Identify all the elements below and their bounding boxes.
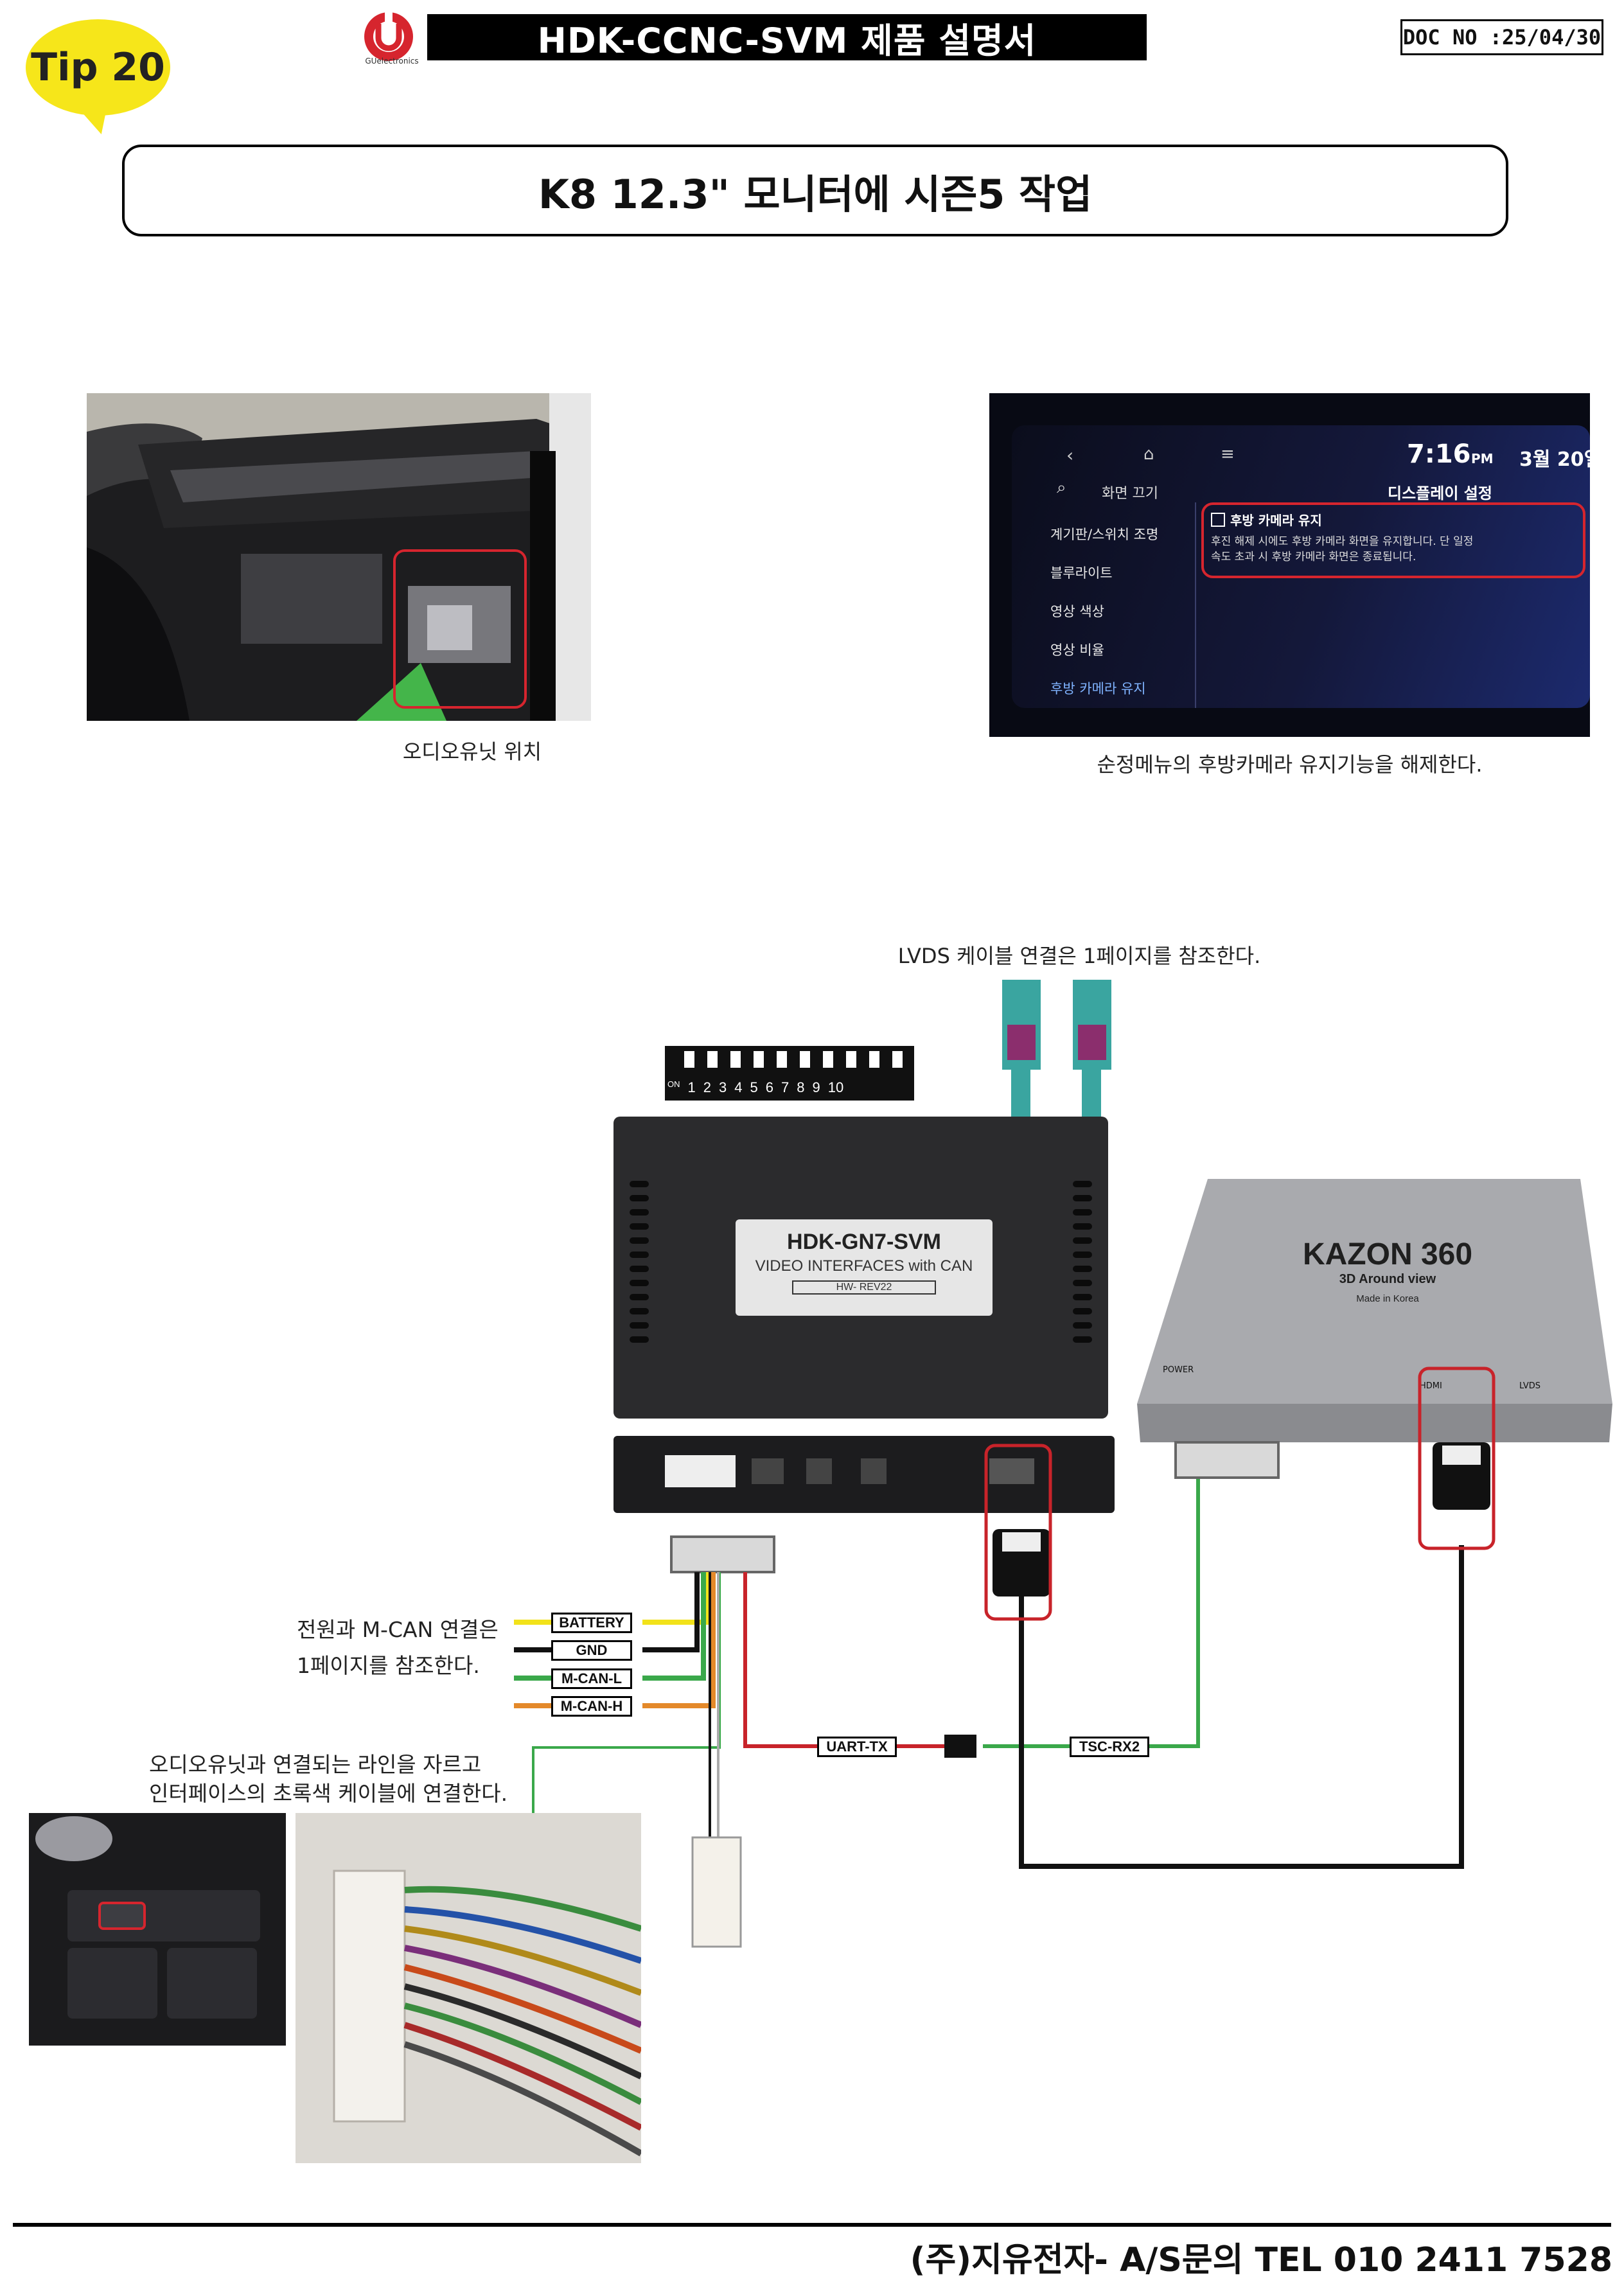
dip-label: 2 — [703, 1079, 711, 1095]
menu-item: 영상 색상 — [1050, 604, 1104, 619]
kazon-subtitle: 3D Around view — [1339, 1272, 1436, 1286]
dip-switch: ON 1 2 3 4 5 6 7 8 9 10 — [665, 1046, 914, 1101]
option-checkbox — [1211, 513, 1225, 527]
display-settings-photo: ‹ ⌂ ≡ 7:16 PM 3월 20일 ⌕ 화면 끄기 디스플레이 설정 계기… — [989, 393, 1590, 737]
logo-text: GUelectronics — [365, 57, 419, 66]
port — [752, 1458, 784, 1484]
wire-tag-battery: BATTERY — [551, 1613, 632, 1633]
kazon-lvds-label: LVDS — [1519, 1381, 1540, 1391]
interface-label: HDK-GN7-SVM VIDEO INTERFACES with CAN HW… — [736, 1219, 993, 1316]
kazon-power-label: POWER — [1163, 1365, 1194, 1375]
option-desc-2: 속도 초과 시 후방 카메라 화면은 종료됩니다. — [1211, 551, 1417, 563]
screen — [1012, 425, 1590, 708]
dip-labels: ON 1 2 3 4 5 6 7 8 9 10 — [667, 1079, 914, 1096]
wire-tag-mcan-h: M-CAN-H — [551, 1696, 632, 1717]
dip-label: 10 — [827, 1079, 844, 1095]
audio-note-line1: 오디오유닛과 연결되는 라인을 자르고 — [149, 1752, 482, 1777]
wire-tag-gnd: GND — [551, 1640, 632, 1661]
clock-time: 7:16 — [1407, 439, 1471, 469]
back-icon: ‹ — [1066, 445, 1074, 466]
audio-unit-caption: 오디오유닛 위치 — [402, 739, 542, 764]
dip-label: 8 — [797, 1079, 805, 1095]
footer-divider — [13, 2223, 1611, 2227]
menu-item: 블루라이트 — [1050, 565, 1113, 581]
section-title: K8 12.3" 모니터에 시즌5 작업 — [122, 145, 1508, 236]
dip-label: 7 — [781, 1079, 790, 1095]
audio-unit-location-photo — [87, 393, 591, 721]
footer-contact: (주)지유전자- A/S문의 TEL 010 2411 7528 — [910, 2241, 1612, 2279]
menu-icon: ≡ — [1221, 445, 1235, 464]
console-buttons-photo — [29, 1813, 286, 2046]
gu-electronics-logo — [364, 10, 413, 61]
screen-off-button: 화면 끄기 — [1102, 486, 1158, 502]
vent-right — [1073, 1181, 1092, 1343]
vent-left — [630, 1181, 649, 1343]
dip-label: 3 — [719, 1079, 727, 1095]
option-highlight — [1201, 502, 1585, 578]
dip-label: 9 — [812, 1079, 820, 1095]
port — [861, 1458, 887, 1484]
clock-date: 3월 20일 — [1519, 448, 1590, 471]
wire-tag-tsc-rx2: TSC-RX2 — [1070, 1737, 1149, 1757]
option-title: 후방 카메라 유지 — [1230, 513, 1322, 528]
menu-divider — [1195, 502, 1196, 708]
menu-item: 계기판/스위치 조명 — [1050, 527, 1159, 542]
settings-menu: 계기판/스위치 조명 블루라이트 영상 색상 영상 비율 후방 카메라 유지 — [1050, 515, 1192, 708]
clock-ampm: PM — [1471, 451, 1494, 466]
dip-label: 5 — [750, 1079, 758, 1095]
home-icon: ⌂ — [1143, 445, 1154, 464]
wire-tag-uart-tx: UART-TX — [817, 1737, 897, 1757]
kazon-hdmi-label: HDMI — [1420, 1381, 1442, 1391]
menu-item-selected: 후방 카메라 유지 — [1050, 681, 1146, 696]
power-note-line1: 전원과 M-CAN 연결은 — [297, 1617, 499, 1642]
option-desc-1: 후진 해제 시에도 후방 카메라 화면을 유지합니다. 단 일정 — [1211, 535, 1474, 548]
document-title: HDK-CCNC-SVM 제품 설명서 — [427, 14, 1147, 61]
interface-box: HDK-GN7-SVM VIDEO INTERFACES with CAN HW… — [613, 1117, 1108, 1419]
dip-label: 1 — [687, 1079, 696, 1095]
power-note-line2: 1페이지를 참조한다. — [297, 1653, 480, 1678]
interface-subtitle: VIDEO INTERFACES with CAN — [755, 1257, 973, 1275]
interface-name: HDK-GN7-SVM — [787, 1230, 941, 1254]
dip-label: ON — [667, 1079, 680, 1089]
kazon-label: KAZON 360 3D Around view Made in Korea — [1291, 1237, 1484, 1304]
document-number: DOC NO :25/04/30 — [1400, 19, 1603, 55]
kazon-made: Made in Korea — [1356, 1293, 1419, 1304]
search-icon: ⌕ — [1057, 478, 1066, 497]
dip-label: 6 — [765, 1079, 773, 1095]
menu-caption: 순정메뉴의 후방카메라 유지기능을 해제한다. — [1097, 752, 1483, 777]
dip-label: 4 — [734, 1079, 743, 1095]
port — [806, 1458, 832, 1484]
wire-tag-mcan-l: M-CAN-L — [551, 1668, 632, 1689]
kazon-name: KAZON 360 — [1302, 1237, 1473, 1271]
menu-item: 영상 비율 — [1050, 642, 1104, 658]
lvds-note: LVDS 케이블 연결은 1페이지를 참조한다. — [897, 944, 1261, 968]
hdmi-port — [989, 1458, 1034, 1484]
harness-photo — [296, 1813, 641, 2163]
interface-side-view — [613, 1436, 1115, 1513]
power-port — [665, 1455, 736, 1487]
audio-unit-highlight — [393, 549, 527, 709]
menu-title: 디스플레이 설정 — [1388, 484, 1492, 502]
tip-badge: Tip 20 — [26, 19, 170, 116]
audio-note-line2: 인터페이스의 초록색 케이블에 연결한다. — [149, 1781, 508, 1806]
interface-revision: HW- REV22 — [792, 1280, 936, 1295]
